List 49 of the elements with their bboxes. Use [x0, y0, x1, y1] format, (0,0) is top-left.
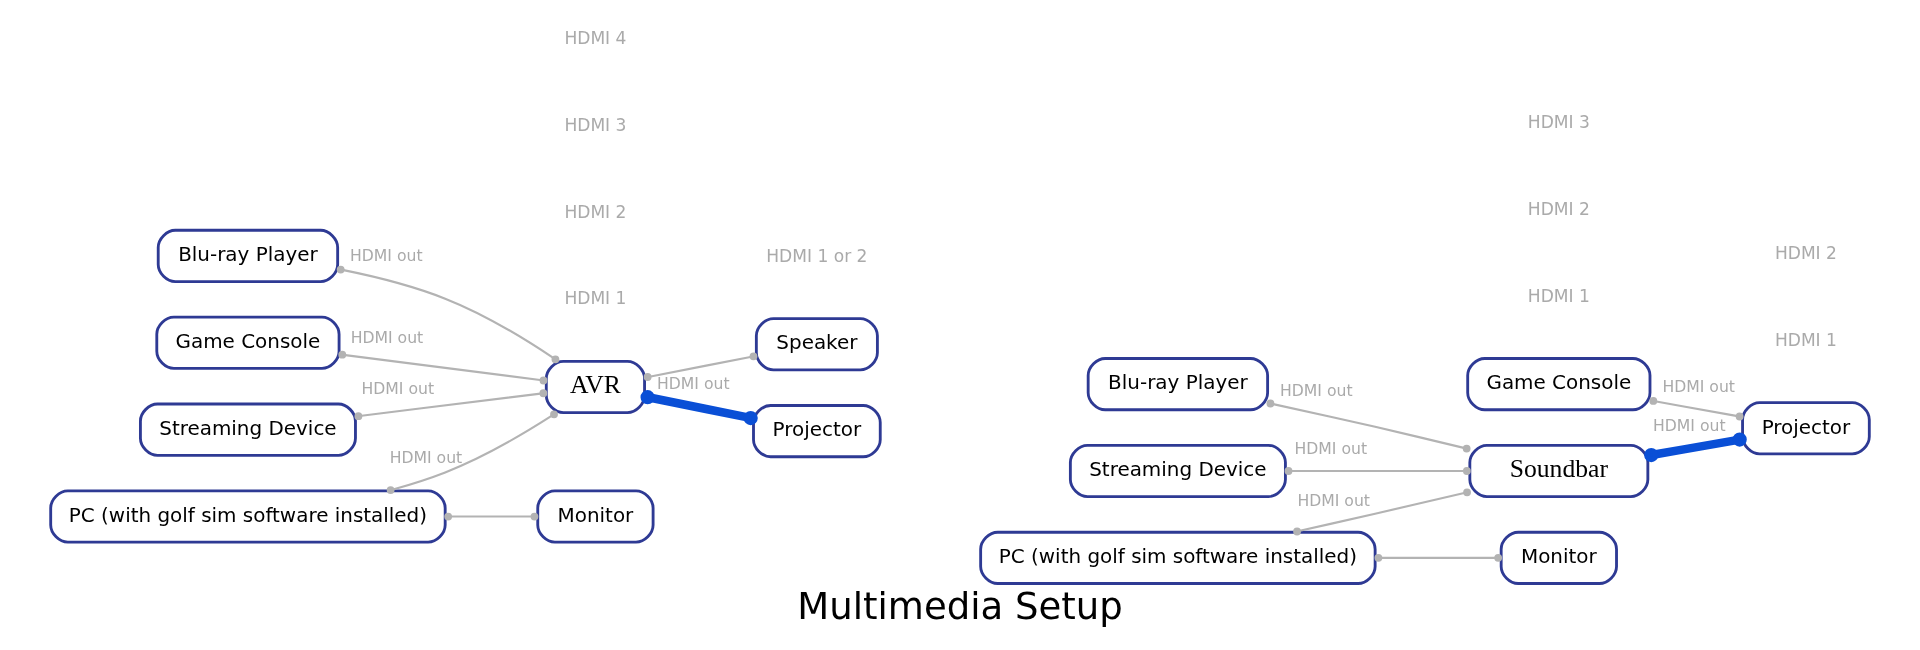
node-box: Projector	[1741, 401, 1871, 456]
connector	[386, 410, 558, 494]
node-box: Blu-ray Player	[1086, 357, 1270, 412]
connector	[1374, 553, 1503, 562]
edge-label: HDMI out	[1279, 380, 1353, 400]
diagram-title: Multimedia Setup	[797, 584, 1123, 628]
edge-label: HDMI out	[1297, 490, 1370, 510]
connector	[1293, 488, 1471, 536]
connector	[1266, 399, 1471, 453]
node-box: Streaming Device	[139, 402, 357, 457]
edge-label: HDMI out	[350, 246, 423, 266]
edge-label: HDMI out	[389, 447, 463, 467]
node-box: Streaming Device	[1068, 443, 1287, 499]
connector	[640, 390, 758, 426]
connector	[338, 350, 548, 385]
label: HDMI 3	[1527, 111, 1590, 132]
node-box: Soundbar	[1468, 443, 1650, 499]
edge-label: HDMI out	[1294, 438, 1368, 458]
node-box: Game Console	[155, 315, 341, 370]
node-box: Projector	[752, 404, 882, 459]
node-box: Game Console	[1466, 357, 1652, 412]
edge-label: HDMI out	[361, 379, 435, 399]
connector	[354, 389, 548, 421]
connector	[1644, 432, 1747, 463]
connector	[444, 512, 539, 521]
edge-label: HDMI out	[1662, 376, 1736, 396]
label: HDMI 2	[1527, 198, 1590, 219]
label: HDMI 3	[564, 114, 627, 135]
label: HDMI 1 or 2	[766, 245, 868, 266]
node-box: Speaker	[754, 317, 879, 372]
connector	[336, 265, 560, 364]
edge-label: HDMI out	[350, 328, 424, 348]
label: HDMI 1	[1774, 329, 1837, 350]
label: HDMI 4	[564, 27, 627, 48]
connector	[643, 352, 758, 381]
label: HDMI 2	[564, 201, 627, 222]
node-box: AVR	[544, 359, 646, 414]
node-box: Monitor	[536, 489, 655, 544]
connector	[1284, 467, 1471, 475]
edge-label: HDMI out	[656, 373, 730, 393]
label: HDMI 1	[564, 288, 627, 309]
label: HDMI 1	[1527, 285, 1590, 306]
connector	[1649, 397, 1744, 421]
node-box: PC (with golf sim software installed)	[979, 530, 1377, 585]
node-box: Monitor	[1499, 530, 1618, 585]
edge-label: HDMI out	[1653, 416, 1726, 435]
node-box: PC (with golf sim software installed)	[49, 489, 447, 544]
label: HDMI 2	[1774, 242, 1837, 263]
node-box: Blu-ray Player	[156, 228, 340, 283]
